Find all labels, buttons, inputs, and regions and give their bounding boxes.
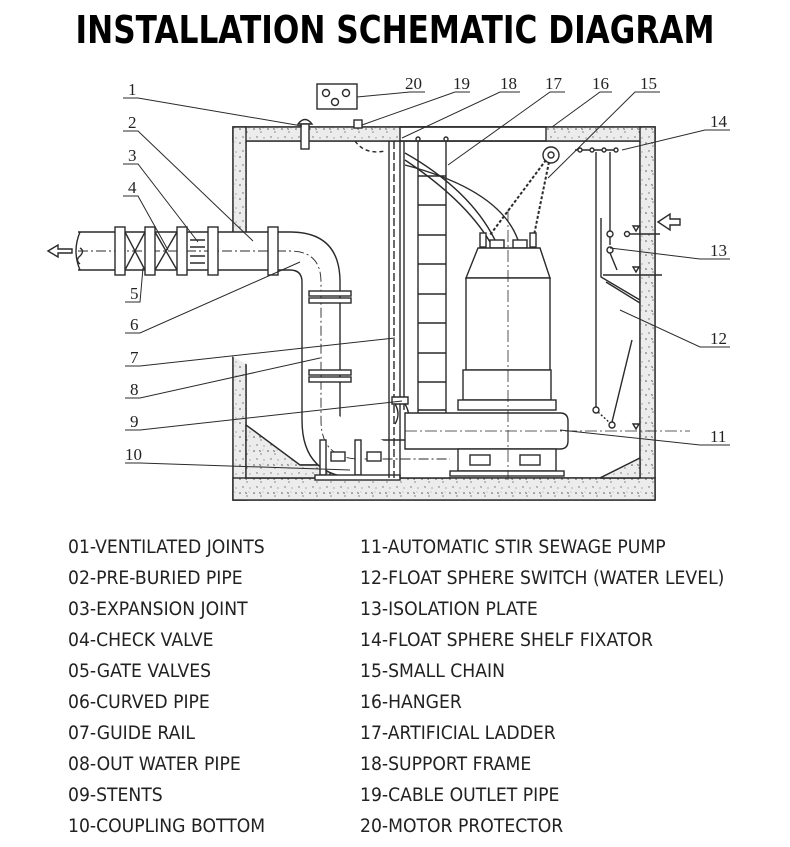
callout-19: 19 <box>453 74 470 93</box>
legend-item: 01-VENTILATED JOINTS <box>68 537 265 558</box>
callout-1: 1 <box>128 80 137 99</box>
callout-6: 6 <box>130 315 139 334</box>
parts-legend: 01-VENTILATED JOINTS 02-PRE-BURIED PIPE … <box>0 532 790 842</box>
legend-item: 03-EXPANSION JOINT <box>68 599 248 620</box>
callout-5: 5 <box>130 284 139 303</box>
motor-protector <box>316 83 358 110</box>
legend-item: 14-FLOAT SPHERE SHELF FIXATOR <box>360 630 653 651</box>
legend-item: 19-CABLE OUTLET PIPE <box>360 785 560 806</box>
callout-17: 17 <box>545 74 563 93</box>
legend-item: 18-SUPPORT FRAME <box>360 754 532 775</box>
installation-schematic: 1 2 3 4 5 6 7 8 9 10 11 12 13 14 15 16 1… <box>46 74 730 501</box>
legend-item: 04-CHECK VALVE <box>68 630 214 651</box>
callout-10: 10 <box>125 445 142 464</box>
guide-rail <box>388 141 405 478</box>
legend-right-column: 11-AUTOMATIC STIR SEWAGE PUMP 12-FLOAT S… <box>360 532 752 842</box>
callout-11: 11 <box>710 427 726 446</box>
legend-item: 06-CURVED PIPE <box>68 692 210 713</box>
legend-item: 13-ISOLATION PLATE <box>360 599 538 620</box>
sewage-pump <box>404 210 690 480</box>
float-switch <box>575 147 633 429</box>
legend-item: 15-SMALL CHAIN <box>360 661 505 682</box>
callout-16: 16 <box>592 74 609 93</box>
legend-item: 12-FLOAT SPHERE SWITCH (WATER LEVEL) <box>360 568 725 589</box>
callout-15: 15 <box>640 74 657 93</box>
callout-9: 9 <box>130 412 139 431</box>
callout-13: 13 <box>710 241 727 260</box>
leader-lines <box>123 91 730 471</box>
legend-item: 20-MOTOR PROTECTOR <box>360 816 564 837</box>
legend-item: 07-GUIDE RAIL <box>68 723 196 744</box>
legend-item: 11-AUTOMATIC STIR SEWAGE PUMP <box>360 537 666 558</box>
legend-left-column: 01-VENTILATED JOINTS 02-PRE-BURIED PIPE … <box>68 532 280 842</box>
artificial-ladder <box>415 136 449 415</box>
legend-item: 09-STENTS <box>68 785 163 806</box>
water-level-marks <box>603 225 662 431</box>
legend-item: 16-HANGER <box>360 692 462 713</box>
legend-item: 10-COUPLING BOTTOM <box>68 816 266 837</box>
ventilated-joint <box>296 118 314 150</box>
callout-3: 3 <box>128 146 137 165</box>
callout-2: 2 <box>128 113 137 132</box>
page-title: INSTALLATION SCHEMATIC DIAGRAM <box>75 8 715 52</box>
legend-item: 08-OUT WATER PIPE <box>68 754 241 775</box>
callout-12: 12 <box>710 329 727 348</box>
callout-14: 14 <box>710 112 728 131</box>
legend-item: 17-ARTIFICIAL LADDER <box>360 723 556 744</box>
outlet-pipe <box>75 226 450 479</box>
callout-8: 8 <box>130 380 139 399</box>
legend-item: 02-PRE-BURIED PIPE <box>68 568 243 589</box>
callout-18: 18 <box>500 74 517 93</box>
callout-20: 20 <box>405 74 422 93</box>
legend-item: 05-GATE VALVES <box>68 661 212 682</box>
callout-4: 4 <box>128 178 137 197</box>
callout-7: 7 <box>130 348 139 367</box>
callout-numbers: 1 2 3 4 5 6 7 8 9 10 11 12 13 14 15 16 1… <box>125 74 728 464</box>
